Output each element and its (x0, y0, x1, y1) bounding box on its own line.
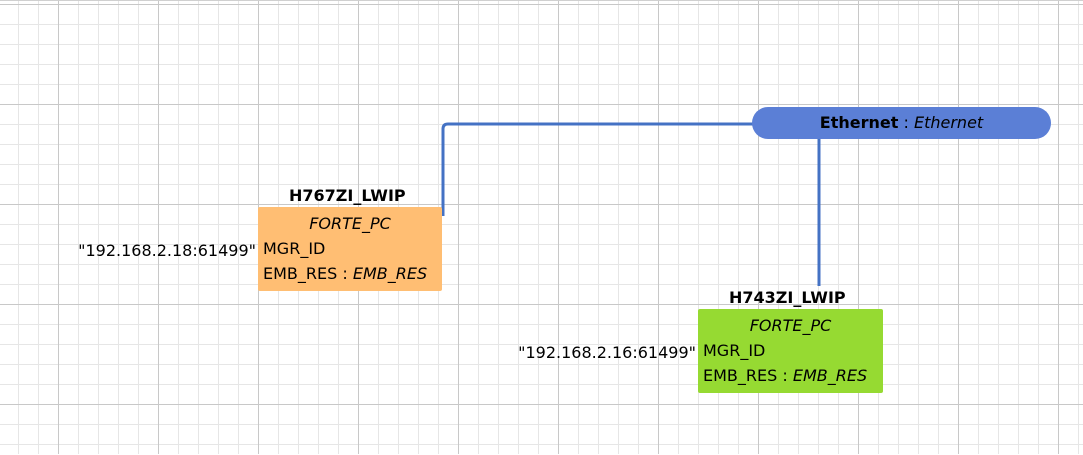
device-1-type: FORTE_PC (309, 214, 391, 233)
device-1-resource-name: EMB_RES (263, 264, 338, 283)
device-2-resource-separator: : (782, 366, 788, 385)
device-2-name[interactable]: H743ZI_LWIP (729, 288, 846, 307)
device-2-block[interactable]: FORTE_PC MGR_ID EMB_RES : EMB_RES (698, 309, 883, 393)
device-1-segment-connection[interactable] (441, 122, 756, 216)
device-2-parameter-value[interactable]: "192.168.2.16:61499" (518, 343, 696, 362)
device-2-type: FORTE_PC (749, 316, 832, 335)
segment-name: Ethernet (819, 113, 899, 132)
device-1-resource-separator: : (342, 264, 348, 283)
device-1-resource-type: EMB_RES (352, 264, 428, 283)
device-2-resource-name: EMB_RES (703, 366, 778, 385)
ethernet-segment[interactable]: Ethernet : Ethernet (752, 107, 1051, 139)
device-2-resource-type: EMB_RES (792, 366, 868, 385)
segment-type: Ethernet (913, 113, 984, 132)
device-1-resource[interactable]: EMB_RES : EMB_RES (258, 261, 442, 286)
device-1-parameter-value[interactable]: "192.168.2.18:61499" (78, 241, 256, 260)
device-1-name[interactable]: H767ZI_LWIP (289, 186, 406, 205)
device-2-parameter-name: MGR_ID (703, 341, 766, 360)
device-2-resource[interactable]: EMB_RES : EMB_RES (698, 363, 883, 388)
device-1-parameter-name: MGR_ID (263, 239, 326, 258)
segment-separator: : (903, 113, 909, 132)
device-1-block[interactable]: FORTE_PC MGR_ID EMB_RES : EMB_RES (258, 207, 442, 291)
